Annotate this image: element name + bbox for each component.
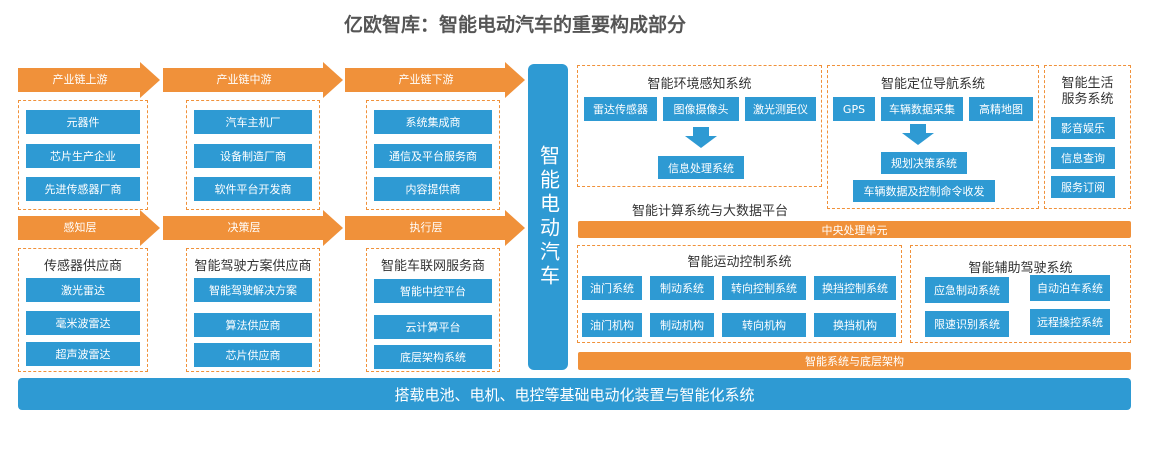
motion-item: 换挡控制系统 [814,276,896,300]
upstream-item: 元器件 [26,110,140,134]
arrow-decision-label: 决策层 [227,221,261,234]
ad-solution-item: 芯片供应商 [194,343,312,367]
page-title: 亿欧智库：智能电动汽车的重要构成部分 [343,14,686,36]
nav-plan: 规划决策系统 [881,152,967,174]
arrow-upstream-label: 产业链上游 [52,73,108,86]
arrow-downstream-label: 产业链下游 [398,73,454,86]
env-perception-title: 智能环境感知系统 [647,77,752,92]
arrow-decision: 决策层 [163,210,343,246]
motion-item: 油门机构 [582,313,642,337]
nav-title: 智能定位导航系统 [880,77,985,92]
base-architecture-bar: 智能系统与底层架构 [578,352,1131,370]
assist-item: 限速识别系统 [925,311,1009,337]
motion-item: 转向机构 [722,313,806,337]
downstream-item: 内容提供商 [374,177,492,201]
sensor-item: 激光雷达 [26,278,140,302]
midstream-item: 汽车主机厂 [194,110,312,134]
compute-platform-label: 智能计算系统与大数据平台 [631,204,788,219]
arrow-down-icon [685,136,717,148]
iov-item: 底层架构系统 [374,345,492,369]
iov-service-box [366,248,500,372]
env-result: 信息处理系统 [658,156,744,179]
center-vehicle-bar: 智能电动汽车 [528,64,568,370]
life-item: 信息查询 [1051,147,1115,169]
nav-item: 车辆数据采集 [881,97,963,121]
midstream-box [186,100,320,210]
life-item: 服务订阅 [1051,176,1115,198]
ad-solution-title: 智能驾驶方案供应商 [194,259,312,274]
assist-item: 自动泊车系统 [1030,275,1110,301]
nav-item: GPS [833,97,875,121]
downstream-box [366,100,500,210]
nav-ctrl: 车辆数据及控制命令收发 [853,180,995,202]
sensor-supplier-title: 传感器供应商 [43,259,122,274]
life-service-title: 智能生活服务系统 [1061,76,1114,107]
motion-item: 转向控制系统 [722,276,806,300]
arrow-perception-label: 感知层 [63,221,97,234]
upstream-box [18,100,148,210]
midstream-item: 软件平台开发商 [194,177,312,201]
ad-solution-item: 智能驾驶解决方案 [194,278,312,302]
arrow-execution: 执行层 [345,210,525,246]
assist-driving-box [910,245,1131,343]
life-service-box [1044,65,1131,209]
motion-item: 换挡机构 [814,313,896,337]
nav-item: 高精地图 [969,97,1033,121]
ad-solution-box [186,248,320,372]
center-vehicle-label: 智能电动汽车 [536,145,561,289]
arrow-execution-label: 执行层 [409,221,443,234]
assist-driving-title: 智能辅助驾驶系统 [968,261,1073,276]
motion-control-title: 智能运动控制系统 [687,255,792,270]
arrow-down-icon [902,133,934,145]
midstream-item: 设备制造厂商 [194,144,312,168]
sensor-supplier-box [18,248,148,372]
assist-item: 应急制动系统 [925,277,1009,303]
motion-control-box [577,245,902,343]
arrow-down-icon [693,127,709,137]
upstream-item: 先进传感器厂商 [26,177,140,201]
arrow-midstream: 产业链中游 [163,62,343,98]
ad-solution-item: 算法供应商 [194,313,312,337]
life-item: 影音娱乐 [1051,117,1115,139]
env-item: 激光测距仪 [745,97,816,121]
env-item: 图像摄像头 [663,97,739,121]
downstream-item: 系统集成商 [374,110,492,134]
env-perception-box [577,65,822,187]
cpu-bar: 中央处理单元 [578,221,1131,238]
nav-box [827,65,1039,209]
arrow-midstream-label: 产业链中游 [216,73,272,86]
env-item: 雷达传感器 [584,97,657,121]
assist-item: 远程操控系统 [1030,309,1110,335]
downstream-item: 通信及平台服务商 [374,144,492,168]
motion-item: 油门系统 [582,276,642,300]
arrow-down-icon [910,124,926,134]
sensor-item: 超声波雷达 [26,342,140,366]
upstream-item: 芯片生产企业 [26,144,140,168]
bottom-foundation-bar: 搭载电池、电机、电控等基础电动化装置与智能化系统 [18,378,1131,410]
arrow-downstream: 产业链下游 [345,62,525,98]
arrow-upstream: 产业链上游 [18,62,160,98]
sensor-item: 毫米波雷达 [26,311,140,335]
motion-item: 制动机构 [650,313,714,337]
iov-service-title: 智能车联网服务商 [380,259,485,274]
iov-item: 智能中控平台 [374,279,492,303]
iov-item: 云计算平台 [374,315,492,339]
motion-item: 制动系统 [650,276,714,300]
arrow-perception: 感知层 [18,210,160,246]
